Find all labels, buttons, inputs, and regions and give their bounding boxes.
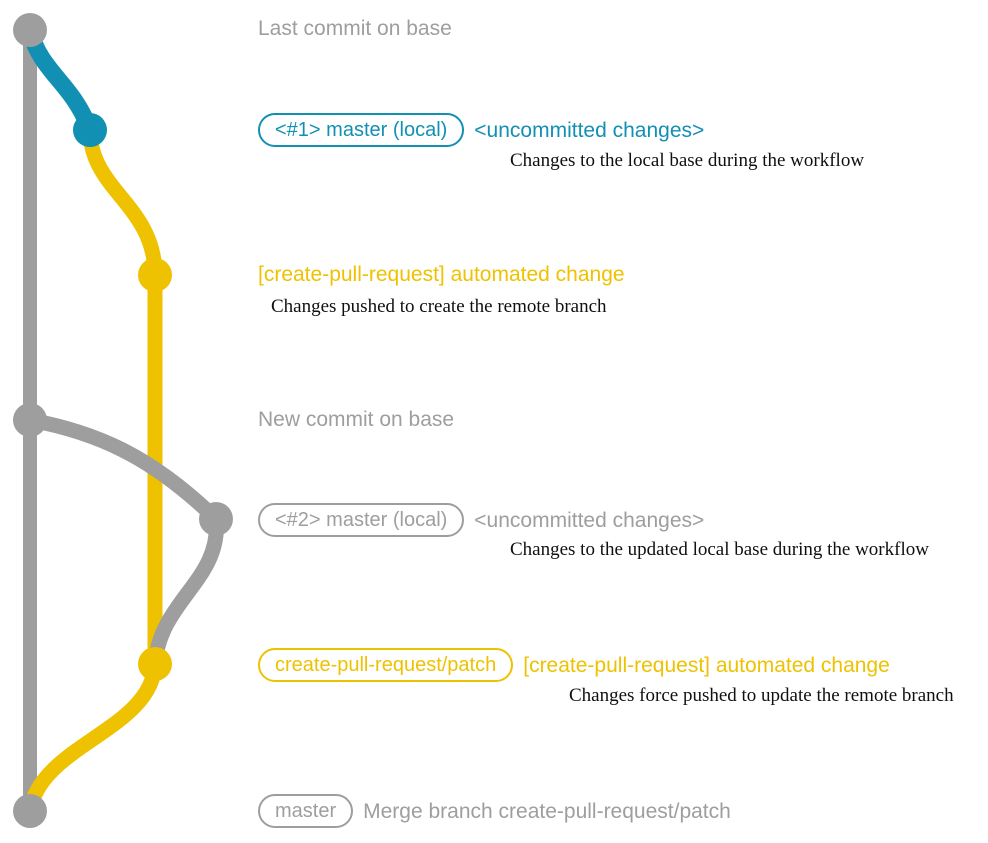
local-2-to-patch-line	[147, 511, 224, 672]
spacer	[353, 811, 363, 812]
node-local-2	[199, 502, 233, 536]
commit-message-local-1: <uncommitted changes>	[474, 118, 705, 142]
commit-message-local-2: <uncommitted changes>	[474, 508, 705, 532]
description-patch-1: Changes pushed to create the remote bran…	[271, 296, 607, 317]
row-local-uncommitted-1: <#1> master (local) <uncommitted changes…	[258, 113, 704, 147]
node-patch-1	[138, 258, 172, 292]
row-patch-branch: create-pull-request/patch [create-pull-r…	[258, 648, 890, 682]
description-patch-2: Changes force pushed to update the remot…	[569, 685, 954, 706]
spacer	[464, 520, 474, 521]
node-base-last	[13, 13, 47, 47]
badge-master-local-1[interactable]: <#1> master (local)	[258, 113, 465, 147]
badge-master[interactable]: master	[258, 794, 354, 828]
local-branch-1-line	[21, 21, 99, 139]
description-local-1: Changes to the local base during the wor…	[510, 150, 865, 171]
node-base-merge	[13, 794, 47, 828]
patch-branch-line-upper	[82, 122, 163, 283]
label-new-commit-on-base: New commit on base	[258, 408, 455, 431]
description-local-2: Changes to the updated local base during…	[510, 539, 929, 560]
commit-message-patch-1: [create-pull-request] automated change	[258, 263, 625, 286]
commit-message-patch-2: [create-pull-request] automated change	[523, 653, 890, 677]
patch-merge-line	[22, 656, 163, 819]
spacer	[464, 130, 474, 131]
node-local-1	[73, 113, 107, 147]
commit-message-master-merge: Merge branch create-pull-request/patch	[363, 799, 731, 823]
local-branch-2-line	[22, 412, 224, 527]
row-master-merge: master Merge branch create-pull-request/…	[258, 794, 731, 828]
node-base-new	[13, 403, 47, 437]
row-local-uncommitted-2: <#2> master (local) <uncommitted changes…	[258, 503, 704, 537]
node-patch-2	[138, 647, 172, 681]
spacer	[513, 665, 523, 666]
badge-master-local-2[interactable]: <#2> master (local)	[258, 503, 465, 537]
label-last-commit-on-base: Last commit on base	[258, 17, 452, 40]
badge-create-pull-request-patch[interactable]: create-pull-request/patch	[258, 648, 514, 682]
